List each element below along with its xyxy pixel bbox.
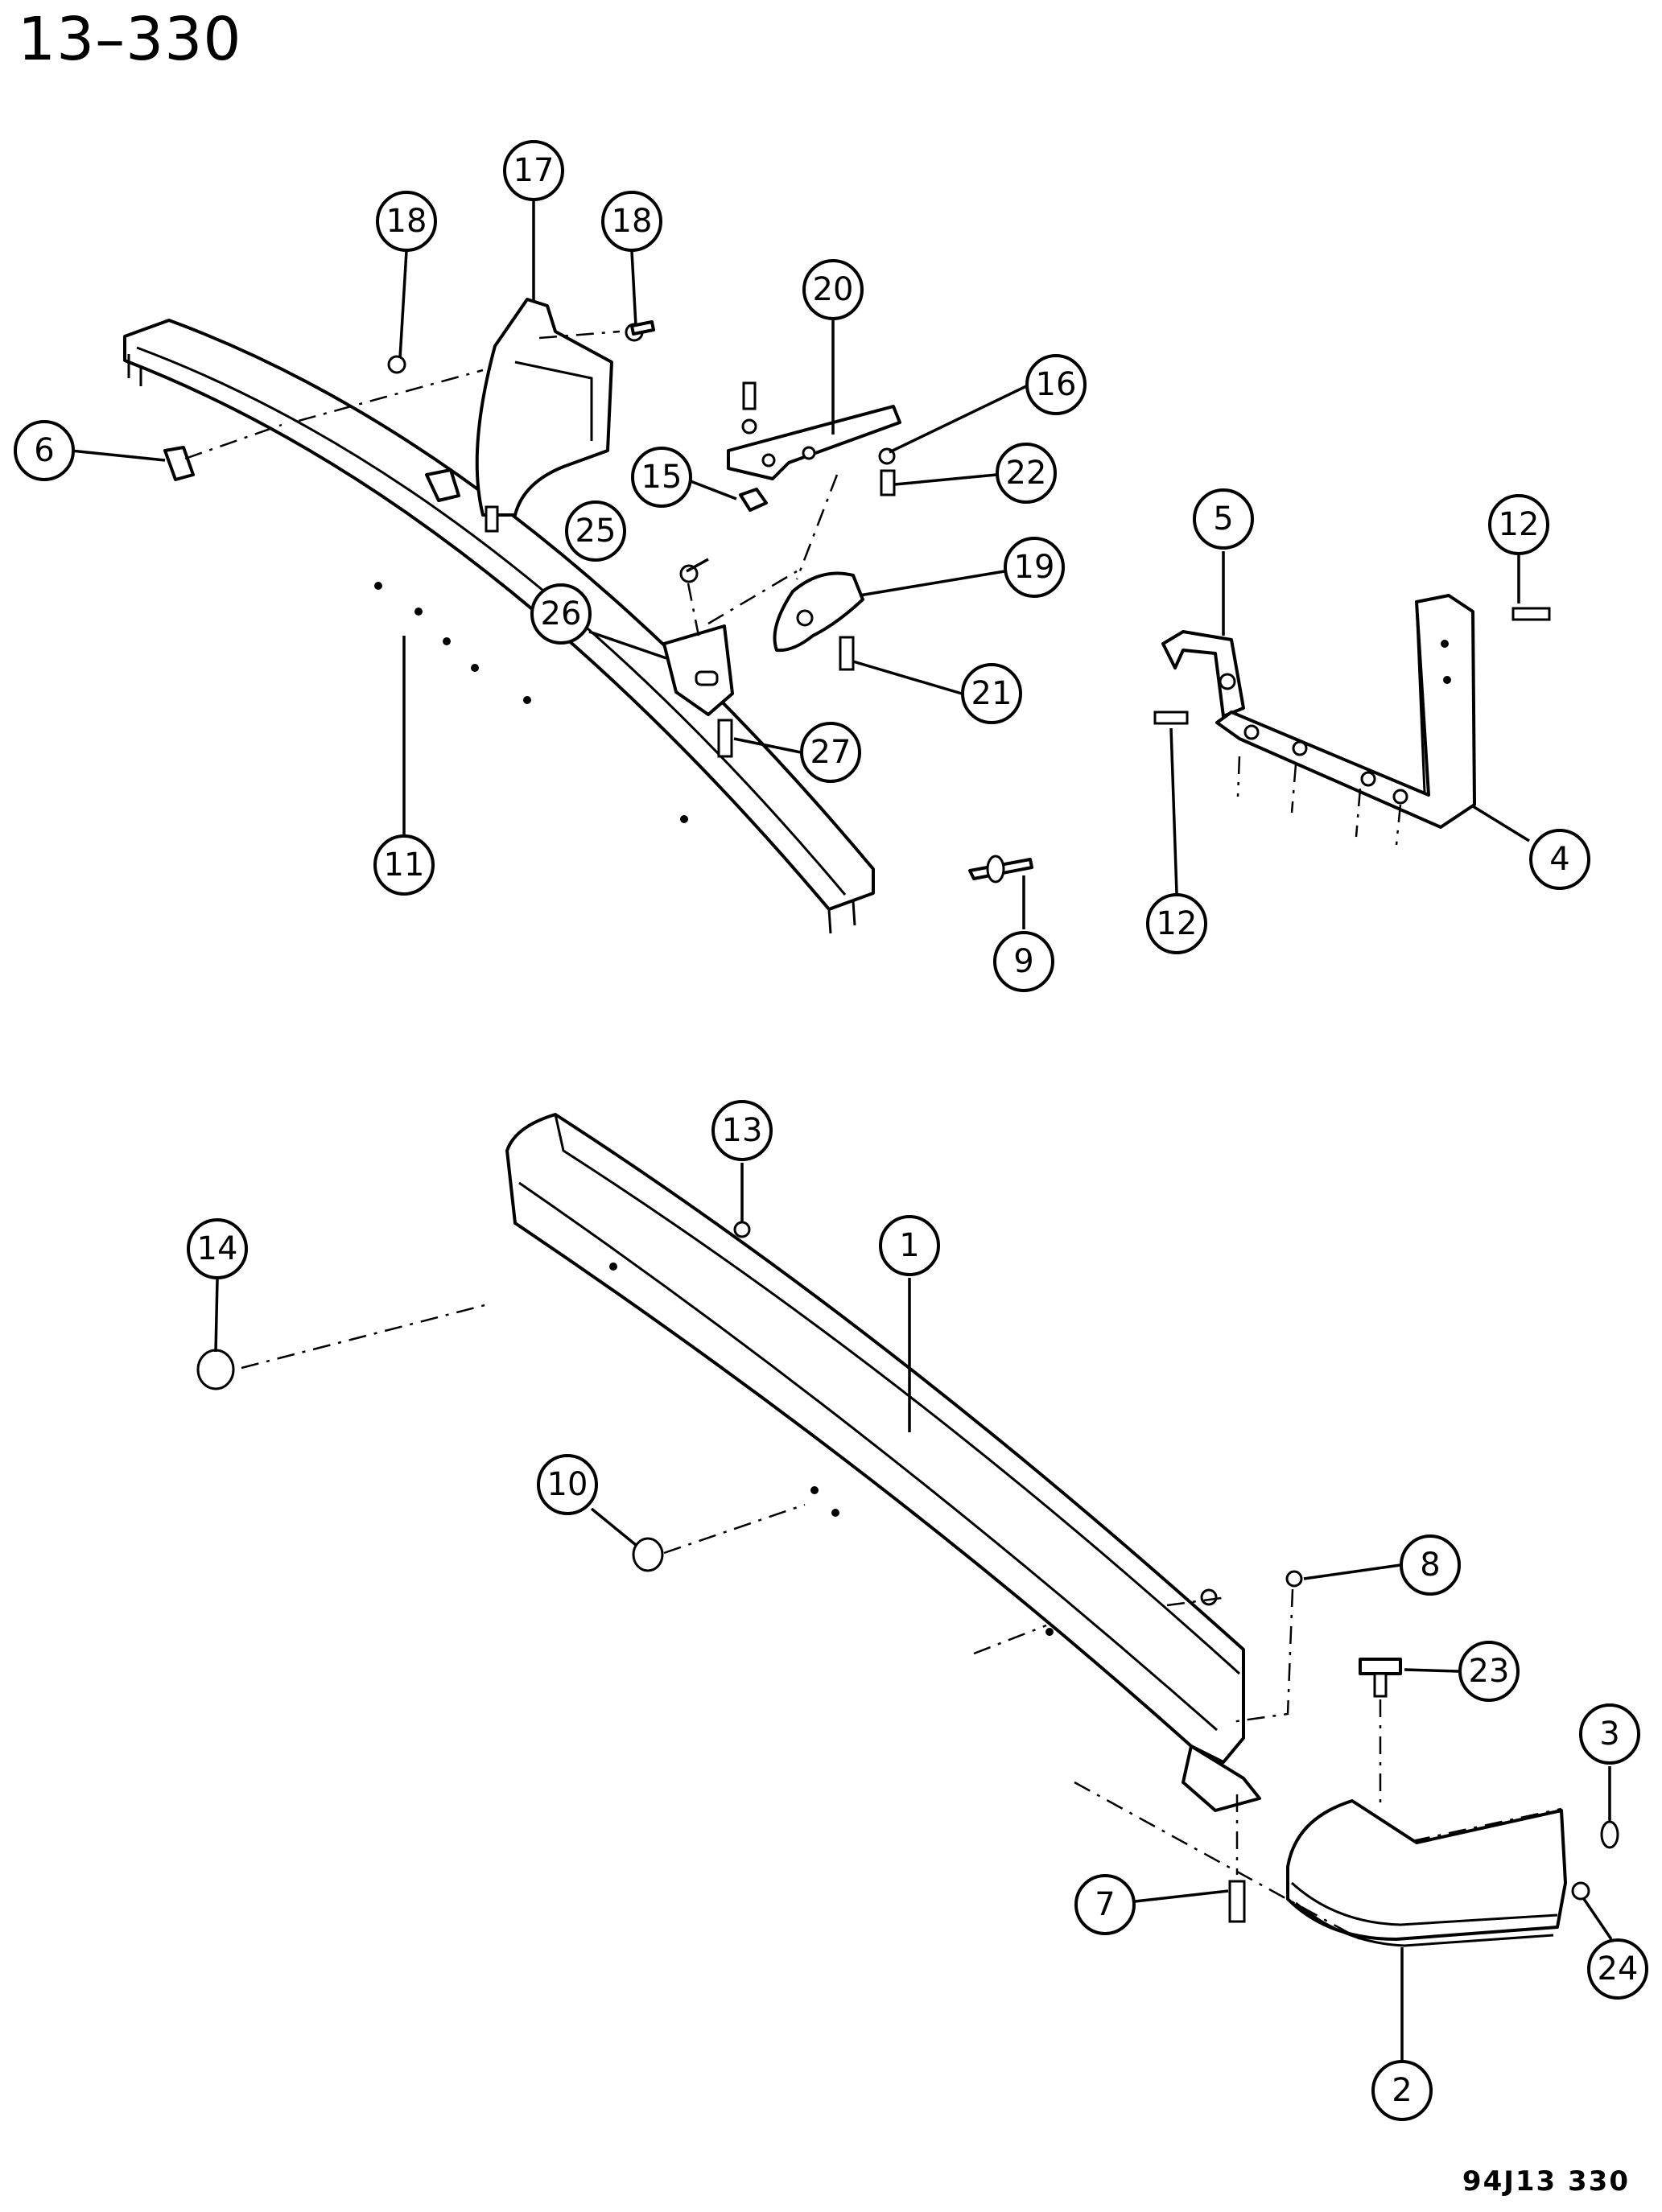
callout-19: 19 [1004, 537, 1065, 598]
svg-text:4: 4 [1549, 841, 1569, 878]
callout-5: 5 [1193, 488, 1254, 550]
svg-text:12: 12 [1157, 905, 1198, 942]
callout-15: 15 [631, 447, 692, 508]
callout-3: 3 [1579, 1703, 1640, 1765]
svg-text:10: 10 [547, 1466, 588, 1503]
callout-11: 11 [373, 834, 435, 896]
callout-20: 20 [802, 259, 864, 320]
svg-text:18: 18 [386, 203, 427, 240]
strap-20 [727, 405, 901, 480]
lower-fasteners [196, 1221, 1619, 1923]
callout-4: 4 [1529, 829, 1590, 890]
svg-text:3: 3 [1599, 1716, 1619, 1753]
svg-text:11: 11 [384, 846, 425, 884]
callout-6: 6 [14, 420, 75, 481]
callout-21: 21 [961, 663, 1022, 724]
svg-text:22: 22 [1006, 455, 1047, 492]
callout-27: 27 [800, 722, 861, 783]
callout-10: 10 [537, 1454, 598, 1515]
callout-17: 17 [503, 140, 564, 201]
svg-text:27: 27 [810, 734, 852, 771]
u-bracket-5 [1161, 630, 1245, 718]
svg-text:2: 2 [1392, 2072, 1412, 2109]
upper-alignment-lines [184, 330, 1402, 846]
callout-14: 14 [187, 1218, 248, 1279]
svg-text:16: 16 [1036, 366, 1077, 403]
svg-text:14: 14 [197, 1230, 238, 1267]
svg-text:9: 9 [1013, 943, 1033, 980]
callout-12-top: 12 [1488, 494, 1549, 555]
callout-22: 22 [996, 443, 1057, 504]
callout-24: 24 [1587, 1938, 1648, 2000]
end-cap-2 [1286, 1799, 1567, 1947]
svg-text:1: 1 [899, 1227, 919, 1264]
svg-text:23: 23 [1469, 1653, 1510, 1690]
svg-text:17: 17 [513, 152, 555, 189]
callout-2: 2 [1371, 2060, 1433, 2121]
svg-text:24: 24 [1598, 1950, 1639, 1988]
bracket-26 [662, 624, 734, 716]
callout-16: 16 [1025, 354, 1087, 415]
reinforcement-bar-11 [123, 319, 875, 934]
upper-fasteners [387, 320, 1551, 758]
svg-text:20: 20 [813, 271, 854, 308]
svg-text:26: 26 [541, 595, 582, 632]
svg-text:25: 25 [575, 513, 617, 550]
callout-23: 23 [1458, 1641, 1520, 1702]
callout-1: 1 [879, 1215, 940, 1276]
drawing-number: 94J13 330 [1462, 2165, 1630, 2198]
callout-18-left: 18 [376, 191, 437, 252]
svg-text:15: 15 [641, 459, 683, 496]
svg-text:12: 12 [1499, 506, 1540, 543]
callout-26: 26 [530, 583, 592, 645]
svg-text:6: 6 [34, 432, 54, 469]
bumper-bar-1 [505, 1113, 1261, 1812]
svg-text:7: 7 [1095, 1886, 1115, 1923]
svg-text:13: 13 [722, 1112, 763, 1149]
callout-25: 25 [565, 500, 626, 562]
leader-lines [70, 200, 1613, 2060]
callout-18-right: 18 [601, 191, 662, 252]
lower-alignment-lines [241, 1302, 1562, 1941]
hook-19 [773, 571, 864, 653]
callout-9: 9 [993, 931, 1054, 992]
clip-6 [163, 446, 195, 481]
svg-text:8: 8 [1420, 1547, 1440, 1584]
callout-8: 8 [1400, 1534, 1461, 1596]
callout-12-bottom: 12 [1146, 893, 1207, 954]
svg-text:19: 19 [1014, 549, 1055, 586]
svg-text:18: 18 [612, 203, 653, 240]
rivet-9 [968, 855, 1033, 884]
svg-text:5: 5 [1213, 500, 1233, 538]
bracket-17 [425, 298, 613, 517]
page-number: 13–330 [18, 5, 242, 74]
callout-7: 7 [1074, 1874, 1136, 1935]
angle-bracket-4 [1215, 594, 1476, 829]
svg-text:21: 21 [971, 675, 1012, 712]
callout-13: 13 [711, 1100, 773, 1161]
